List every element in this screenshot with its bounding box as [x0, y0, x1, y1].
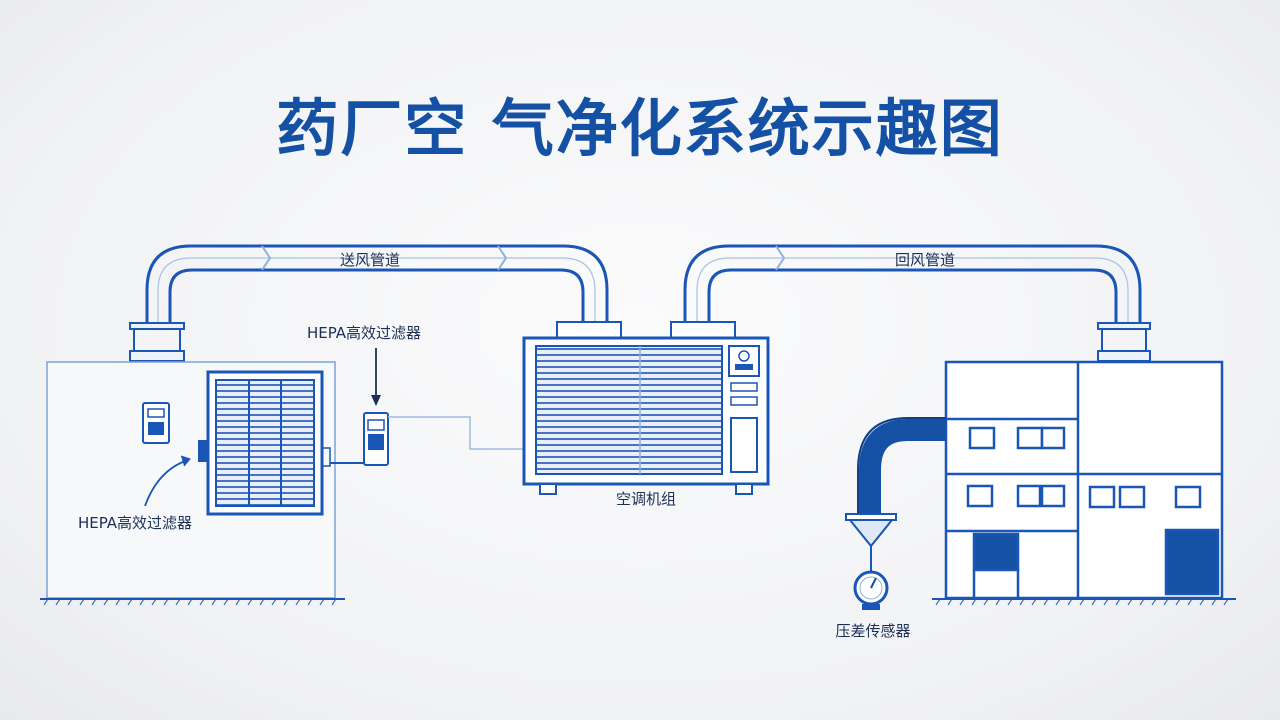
- hepa-top-arrowhead: [371, 395, 381, 406]
- air-handling-unit: [522, 321, 770, 495]
- exhaust-duct: [845, 417, 946, 572]
- hepa-left-label: HEPA高效过滤器: [78, 514, 192, 532]
- hepa-filter-small: [330, 412, 528, 466]
- pressure-gauge: [853, 570, 889, 610]
- hepa-left-arrowhead: [180, 455, 191, 467]
- pressure-sensor-label: 压差传感器: [835, 622, 910, 640]
- hepa-left-arrow: [144, 459, 189, 507]
- ahu-label: 空调机组: [616, 490, 676, 508]
- hepa-top-label: HEPA高效过滤器: [307, 324, 421, 342]
- production-building: [944, 360, 1224, 600]
- diagram-title: 药厂空 气净化系统示趣图: [276, 92, 1004, 165]
- return-duct-label: 回风管道: [895, 251, 955, 269]
- return-duct: [683, 244, 1151, 362]
- hepa-filter-large: [198, 370, 331, 516]
- supply-duct: [129, 244, 609, 362]
- supply-duct-label: 送风管道: [340, 251, 400, 269]
- wall-control-unit: [142, 402, 170, 444]
